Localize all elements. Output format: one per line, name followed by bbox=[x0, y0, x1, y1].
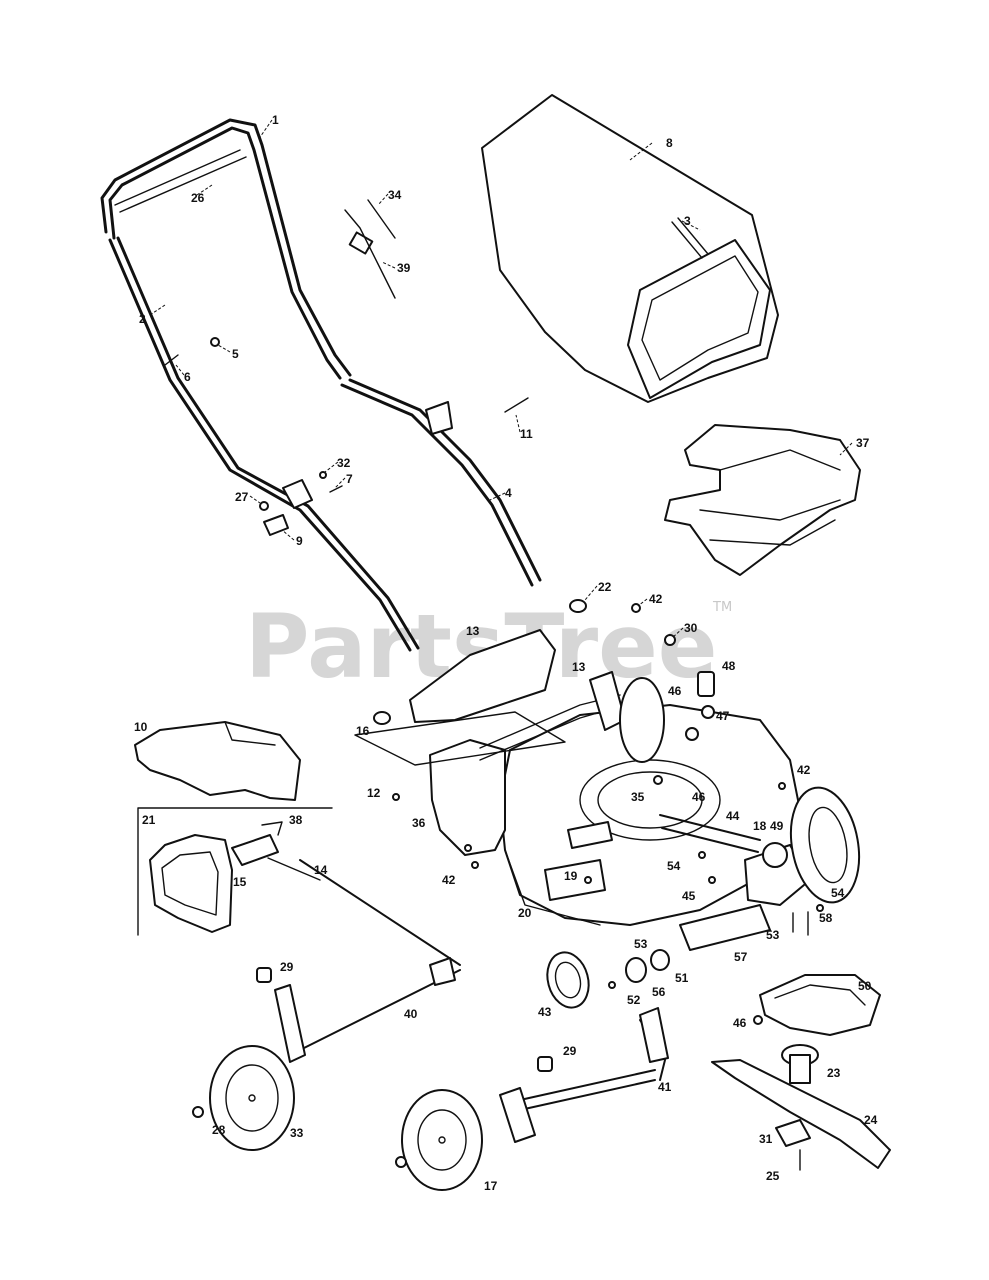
callout-42c: 42 bbox=[442, 873, 456, 887]
rear-discharge-chute bbox=[664, 424, 861, 576]
callout-26: 26 bbox=[191, 191, 205, 205]
grass-bag bbox=[481, 94, 779, 403]
callout-52: 52 bbox=[627, 993, 641, 1007]
callout-15: 15 bbox=[233, 875, 247, 889]
callout-6: 6 bbox=[184, 370, 191, 384]
drive-gears bbox=[546, 949, 670, 1009]
callout-53b: 53 bbox=[766, 928, 780, 942]
callout-50: 50 bbox=[858, 979, 872, 993]
callout-42b: 42 bbox=[797, 763, 811, 777]
callout-14: 14 bbox=[314, 863, 328, 877]
mulch-kit-box bbox=[137, 807, 333, 936]
callout-46b: 46 bbox=[692, 790, 706, 804]
callout-40: 40 bbox=[404, 1007, 418, 1021]
callout-24: 24 bbox=[864, 1113, 878, 1127]
rear-frame bbox=[354, 599, 665, 856]
callout-5: 5 bbox=[232, 347, 239, 361]
deck-bolts bbox=[792, 904, 824, 936]
callout-7: 7 bbox=[346, 472, 353, 486]
blade-assembly bbox=[711, 974, 891, 1171]
callout-39: 39 bbox=[397, 261, 411, 275]
callout-10: 10 bbox=[134, 720, 148, 734]
callout-57: 57 bbox=[734, 950, 748, 964]
callout-28: 28 bbox=[212, 1123, 226, 1137]
callout-48: 48 bbox=[722, 659, 736, 673]
callout-46a: 46 bbox=[668, 684, 682, 698]
callout-45: 45 bbox=[682, 889, 696, 903]
mower-deck bbox=[499, 704, 801, 926]
callout-46c: 46 bbox=[733, 1016, 747, 1030]
callout-23: 23 bbox=[827, 1066, 841, 1080]
front-axle-right bbox=[395, 1007, 669, 1191]
leader-lines bbox=[149, 119, 853, 639]
callout-17: 17 bbox=[484, 1179, 498, 1193]
callout-25: 25 bbox=[766, 1169, 780, 1183]
callout-51: 51 bbox=[675, 971, 689, 985]
callout-44: 44 bbox=[726, 809, 740, 823]
front-axle-left bbox=[192, 859, 461, 1151]
callout-1: 1 bbox=[272, 113, 279, 127]
callout-42a: 42 bbox=[649, 592, 663, 606]
callout-22: 22 bbox=[598, 580, 612, 594]
callout-4: 4 bbox=[505, 486, 512, 500]
callout-37: 37 bbox=[856, 436, 870, 450]
callout-34: 34 bbox=[388, 188, 402, 202]
callout-21: 21 bbox=[142, 813, 156, 827]
callout-54a: 54 bbox=[667, 859, 681, 873]
callout-47: 47 bbox=[716, 709, 730, 723]
callout-18: 18 bbox=[753, 819, 767, 833]
callout-29a: 29 bbox=[280, 960, 294, 974]
callout-30: 30 bbox=[684, 621, 698, 635]
callout-38: 38 bbox=[289, 813, 303, 827]
callout-32: 32 bbox=[337, 456, 351, 470]
callout-58: 58 bbox=[819, 911, 833, 925]
callout-19: 19 bbox=[564, 869, 578, 883]
right-rear-wheel bbox=[789, 786, 861, 904]
callout-36: 36 bbox=[412, 816, 426, 830]
handle-hardware bbox=[164, 199, 529, 536]
watermark-trademark: TM bbox=[712, 600, 732, 615]
callout-33: 33 bbox=[290, 1126, 304, 1140]
callout-29b: 29 bbox=[563, 1044, 577, 1058]
callout-20: 20 bbox=[518, 906, 532, 920]
callout-16: 16 bbox=[356, 724, 370, 738]
callout-54b: 54 bbox=[831, 886, 845, 900]
callout-3: 3 bbox=[684, 214, 691, 228]
callout-13b: 13 bbox=[572, 660, 586, 674]
handle-assembly bbox=[100, 118, 542, 652]
callout-41: 41 bbox=[658, 1080, 672, 1094]
callout-43: 43 bbox=[538, 1005, 552, 1019]
callout-53a: 53 bbox=[634, 937, 648, 951]
callout-9: 9 bbox=[296, 534, 303, 548]
callout-35: 35 bbox=[631, 790, 645, 804]
side-discharge-chute bbox=[134, 721, 301, 801]
callout-27: 27 bbox=[235, 490, 249, 504]
height-adjust-hardware bbox=[392, 603, 786, 884]
callout-labels: 1 2 3 4 5 6 7 8 9 10 11 12 13 13 14 15 1… bbox=[134, 113, 878, 1193]
callout-2: 2 bbox=[139, 312, 146, 326]
callout-31: 31 bbox=[759, 1132, 773, 1146]
callout-13a: 13 bbox=[466, 624, 480, 638]
callout-12: 12 bbox=[367, 786, 381, 800]
callout-56: 56 bbox=[652, 985, 666, 999]
callout-11: 11 bbox=[520, 427, 533, 441]
callout-8: 8 bbox=[666, 136, 673, 150]
callout-49: 49 bbox=[770, 819, 784, 833]
